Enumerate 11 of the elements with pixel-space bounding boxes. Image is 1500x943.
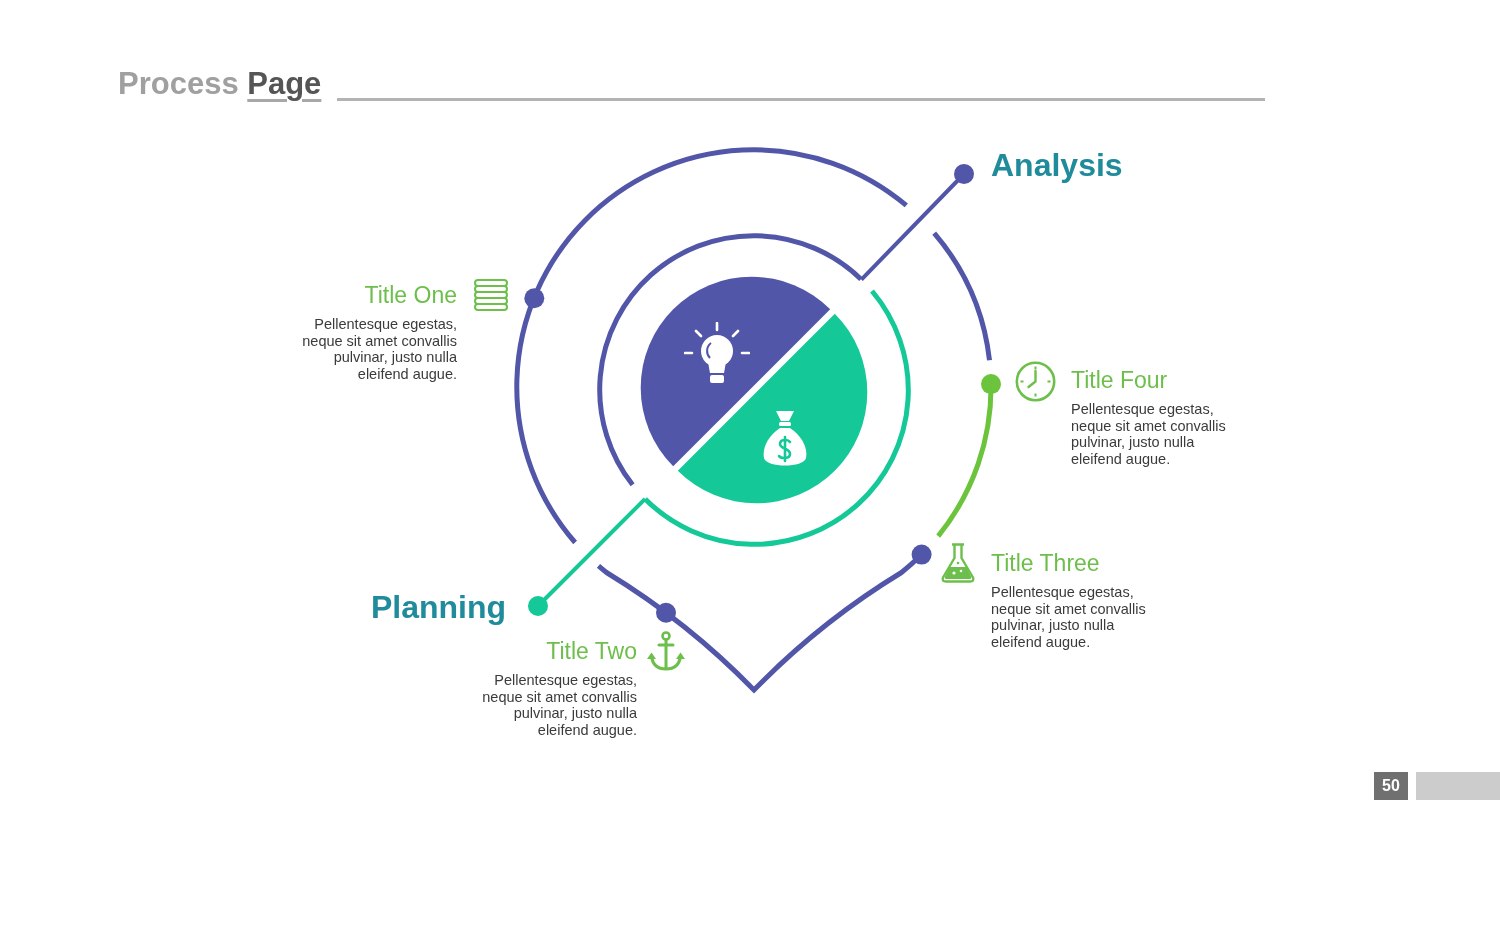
section-title: Title One <box>364 282 457 309</box>
body-text: Pellentesque egestas, neque sit amet convallis pulvinar, justo nulla eleifend augue. <box>301 316 457 382</box>
body-text: Pellentesque egestas, neque sit amet convallis pulvinar, justo nulla eleifend augue. <box>481 672 637 738</box>
body-text: Pellentesque egestas, neque sit amet convallis pulvinar, justo nulla eleifend augue. <box>1071 401 1227 467</box>
stage-heading: Analysis <box>964 146 1123 184</box>
section-title: Title Three <box>991 550 1100 577</box>
page-title: Process Page <box>118 66 322 102</box>
body-text: Pellentesque egestas, neque sit amet convallis pulvinar, justo nulla eleifend augue. <box>991 584 1147 650</box>
page-number: 50 <box>1374 772 1408 800</box>
stage-heading: Planning <box>370 588 538 626</box>
section-title: Title Four <box>1071 367 1168 394</box>
